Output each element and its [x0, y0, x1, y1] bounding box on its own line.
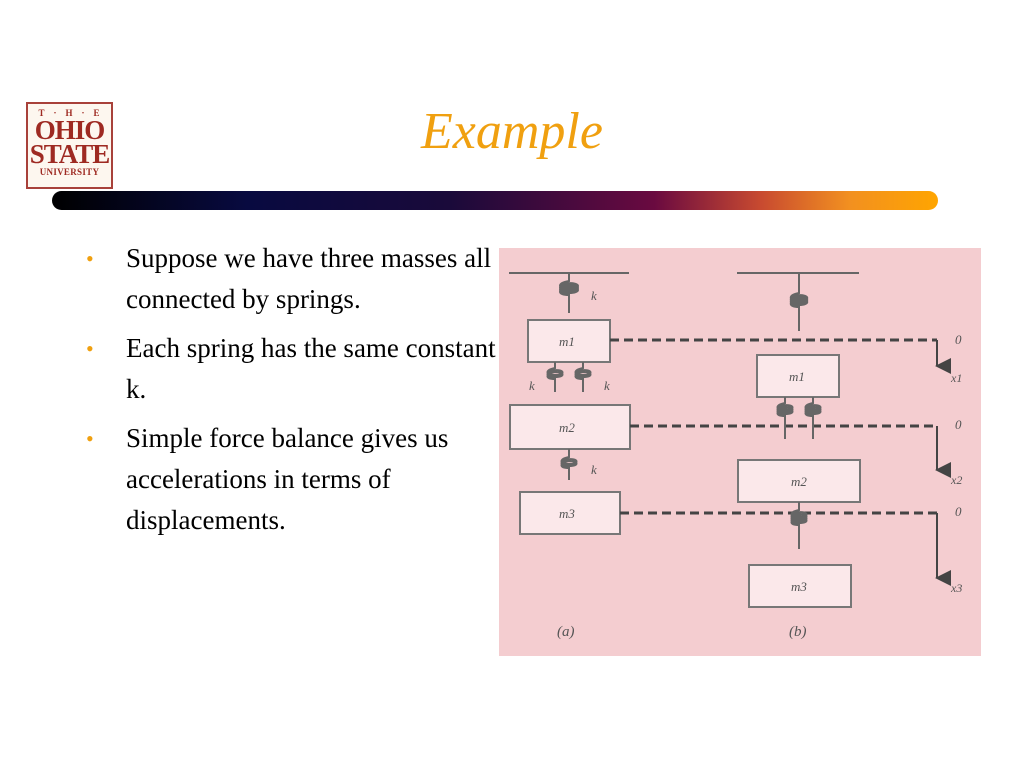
spring-a-top [559, 273, 579, 313]
caption-a: (a) [557, 624, 575, 640]
mass-box-b2 [737, 459, 861, 503]
bullet-dot: • [86, 246, 94, 271]
spring-b-top [789, 273, 809, 331]
spring-mass-diagram: k m1 k k m2 k m3 (a) m1 m2 m3 (b) [509, 272, 962, 640]
logo-university: UNIVERSITY [39, 167, 100, 177]
mass-box-b3 [748, 564, 852, 608]
bullet-text: Suppose we have three masses all connect… [126, 243, 492, 314]
bullet-item: • Each spring has the same constant k. [86, 328, 506, 410]
displacement-x1-label: x1 [950, 371, 962, 385]
bullet-item: • Simple force balance gives us accelerat… [86, 418, 506, 541]
displacement-x3-label: x3 [950, 581, 962, 595]
caption-b: (b) [789, 624, 807, 640]
zero-label-1: 0 [955, 332, 962, 347]
logo-the: T·H·E [38, 108, 109, 118]
spring-b-mid-right [804, 397, 822, 439]
spring-b-mid-left [776, 397, 794, 439]
bullet-list: • Suppose we have three masses all connec… [86, 238, 506, 549]
mass-box-b1 [756, 354, 840, 398]
mass-box-a1 [527, 319, 611, 363]
zero-label-2: 0 [955, 417, 962, 432]
logo-state: STATE [29, 139, 111, 169]
spring-a-mid-left [546, 362, 564, 392]
spring-b-bottom [790, 502, 808, 549]
spring-k-label: k [529, 378, 535, 393]
bullet-dot: • [86, 426, 94, 451]
zero-label-3: 0 [955, 504, 962, 519]
spring-a-bottom [560, 449, 578, 480]
title-divider [52, 191, 938, 210]
logo-ohio: OHIO [34, 115, 106, 145]
bullet-text: Each spring has the same constant k. [126, 333, 496, 404]
spring-k-label: k [604, 378, 610, 393]
slide-title: Example [421, 103, 603, 160]
mass-a2-label: m2 [559, 420, 575, 435]
mass-box-a2 [509, 404, 631, 450]
bullet-item: • Suppose we have three masses all connec… [86, 238, 506, 320]
bullet-text: Simple force balance gives us accelerati… [126, 423, 449, 535]
mass-b3-label: m3 [791, 579, 807, 594]
ohio-state-logo: T·H·E OHIO STATE UNIVERSITY [26, 102, 113, 189]
displacement-x2-label: x2 [950, 473, 962, 487]
mass-a1-label: m1 [559, 334, 575, 349]
mass-a3-label: m3 [559, 506, 575, 521]
spring-k-label: k [591, 462, 597, 477]
mass-b2-label: m2 [791, 474, 807, 489]
bullet-dot: • [86, 336, 94, 361]
mass-b1-label: m1 [789, 369, 805, 384]
spring-mass-figure: k m1 k k m2 k m3 (a) m1 m2 m3 (b) [499, 248, 981, 656]
spring-a-mid-right [574, 362, 592, 392]
mass-box-a3 [519, 491, 621, 535]
spring-k-label: k [591, 288, 597, 303]
